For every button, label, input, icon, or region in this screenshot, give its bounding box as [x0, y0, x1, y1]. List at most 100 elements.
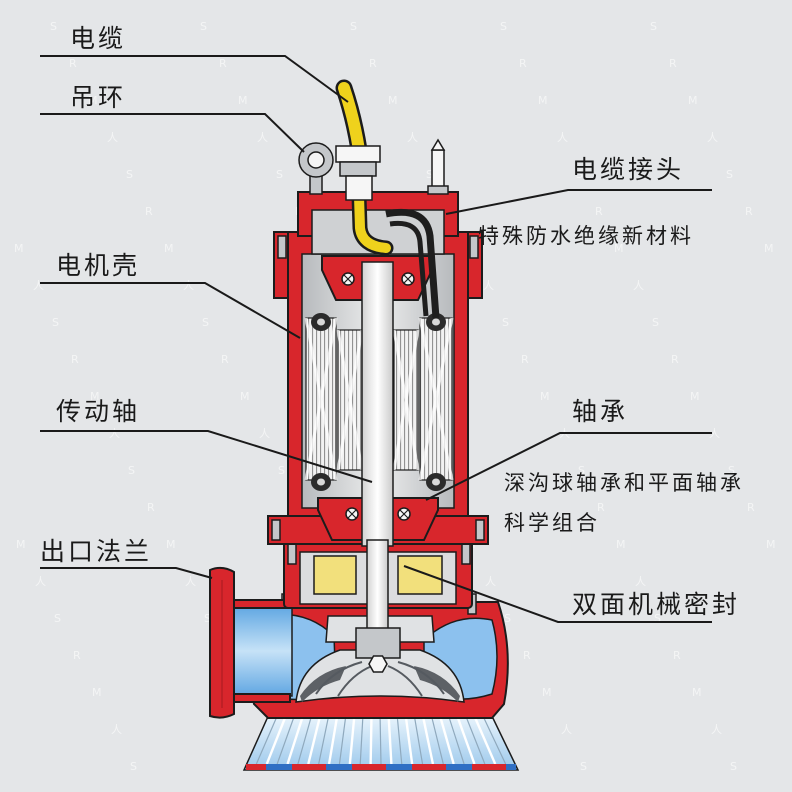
power-cable	[335, 79, 440, 319]
watermark-glyph: S	[52, 316, 59, 329]
watermark-glyph: 人	[707, 131, 718, 144]
impeller-shroud	[295, 649, 465, 703]
leader-mechanical-seal	[403, 565, 712, 623]
watermark-glyph: 人	[111, 723, 122, 736]
label-drive-shaft: 传动轴	[56, 397, 140, 426]
watermark-glyph: R	[521, 353, 529, 366]
watermark-glyph: R	[73, 649, 81, 662]
watermark-glyph: 人	[257, 131, 268, 144]
watermark-glyph: R	[745, 205, 753, 218]
watermark-glyph: 人	[185, 575, 196, 588]
note-cable-joint: 特殊防水绝缘新材料	[478, 224, 694, 248]
leader-bearing	[425, 432, 712, 501]
watermark-glyph: M	[240, 390, 250, 403]
leader-drive-shaft	[40, 430, 373, 483]
leader-lifting-ring	[40, 113, 305, 153]
callouts: 电缆 吊环 电缆接头 特殊防水绝缘新材料 电机壳 传动轴 轴承 深沟球轴承和平面…	[40, 24, 744, 623]
watermark-glyph: R	[147, 501, 155, 514]
cable-jacket	[338, 82, 365, 156]
bolt	[475, 519, 485, 541]
mechanical-seal-right	[397, 555, 443, 595]
watermark-glyph: R	[369, 57, 377, 70]
watermark-glyph: 人	[183, 279, 194, 292]
watermark-glyph: M	[238, 94, 248, 107]
strainer-bar	[265, 712, 289, 765]
watermark-glyph: 人	[485, 575, 496, 588]
watermark-glyph: R	[221, 353, 229, 366]
watermark-glyph: 人	[107, 131, 118, 144]
watermark-glyph: R	[747, 501, 755, 514]
watermark-glyph: R	[71, 353, 79, 366]
watermark-glyph: 人	[557, 131, 568, 144]
watermark-glyph: M	[542, 686, 552, 699]
watermark-glyph: S	[278, 464, 285, 477]
watermark-glyph: 人	[561, 723, 572, 736]
coil-end-core	[432, 318, 440, 326]
watermark-glyph: S	[504, 612, 511, 625]
impeller-hub	[355, 627, 401, 659]
impeller-nut	[368, 655, 388, 673]
note-bearing-line-2: 科学组合	[504, 511, 600, 535]
mechanical-seal-left	[313, 555, 357, 595]
label-outlet-flange: 出口法兰	[40, 537, 152, 566]
watermark-glyph: S	[730, 760, 737, 773]
strainer-bar	[421, 712, 435, 765]
watermark-glyph: 人	[407, 131, 418, 144]
watermark-glyph: S	[652, 316, 659, 329]
watermark-glyph: S	[580, 760, 587, 773]
bearing-mark	[397, 507, 411, 521]
watermark-glyph: 人	[709, 427, 720, 440]
top-bolt-post	[427, 138, 449, 195]
watermark-glyph: S	[728, 464, 735, 477]
internal-lead	[385, 208, 440, 319]
label-cable-joint: 电缆接头	[572, 155, 684, 184]
strainer-bar	[396, 712, 403, 765]
bolt-post-base	[427, 185, 449, 195]
watermark-glyph: M	[14, 242, 24, 255]
strainer-bar	[297, 712, 313, 765]
lifting-ring	[298, 142, 334, 195]
bolt	[461, 543, 471, 565]
strainer-bar	[379, 712, 382, 765]
watermark-glyph: S	[128, 464, 135, 477]
strainer-bar	[438, 712, 455, 765]
watermark-glyph: S	[126, 168, 133, 181]
strainer-bar	[318, 712, 330, 765]
note-bearing-line-1: 深沟球轴承和平面轴承	[504, 471, 744, 495]
watermark-glyph: 人	[711, 723, 722, 736]
strainer-bar	[307, 712, 322, 765]
watermark-glyph: 人	[633, 279, 644, 292]
watermark-glyph: S	[130, 760, 137, 773]
strainer-bar	[464, 712, 486, 765]
coil-highlights	[304, 317, 454, 481]
cable-gland-ring	[339, 161, 377, 177]
watermark-glyph: S	[500, 20, 507, 33]
internal-lead	[389, 220, 429, 317]
watermark-glyph: S	[726, 168, 733, 181]
label-mechanical-seal: 双面机械密封	[572, 590, 740, 619]
watermark-glyph: 人	[635, 575, 646, 588]
watermark-glyph: M	[614, 242, 624, 255]
watermark-glyph: 人	[109, 427, 120, 440]
watermark-glyph: S	[654, 612, 661, 625]
watermark-glyph: S	[54, 612, 61, 625]
strainer-bar	[455, 712, 476, 765]
watermark-glyph: R	[595, 205, 603, 218]
impeller-vane-lines	[315, 661, 445, 697]
impeller	[295, 627, 465, 703]
watermark-glyph: S	[276, 168, 283, 181]
watermark-glyph: M	[166, 538, 176, 551]
watermark-glyph: 人	[33, 279, 44, 292]
watermark-glyph: S	[576, 168, 583, 181]
stator-windings	[304, 313, 454, 491]
watermark-glyph: R	[519, 57, 527, 70]
strainer-bar	[480, 712, 507, 765]
strainer-bar	[359, 712, 364, 765]
watermark-glyph: 人	[35, 575, 46, 588]
watermark-glyph: M	[688, 94, 698, 107]
watermark-glyph: R	[669, 57, 677, 70]
outlet-pipe-wall-bottom	[227, 693, 291, 703]
outlet-pipe	[227, 605, 293, 697]
watermark-glyph: R	[671, 353, 679, 366]
strainer-bar	[348, 712, 356, 765]
